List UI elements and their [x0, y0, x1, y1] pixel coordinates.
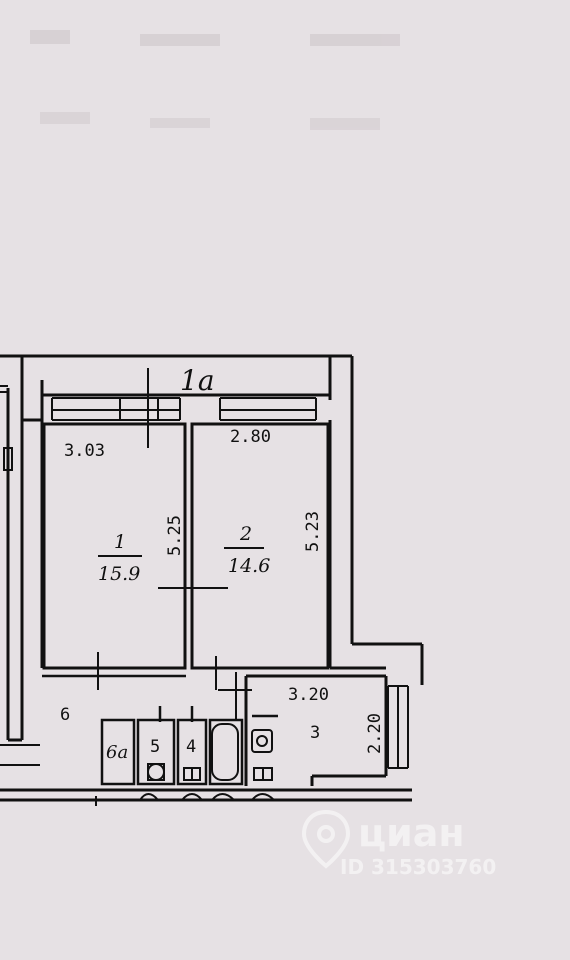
window-right [387, 685, 409, 769]
windows-top [51, 368, 317, 448]
room-6-label: 6 [60, 705, 70, 725]
room-1-width: 3.03 [64, 441, 105, 461]
watermark-brand: циан [358, 811, 465, 855]
room-4-label: 4 [186, 737, 196, 757]
room-1-area: 15.9 [98, 563, 140, 585]
bathtub-icon [211, 723, 239, 781]
small-room-walls [42, 674, 278, 786]
pin-icon [301, 809, 351, 869]
door-ticks [97, 587, 252, 720]
room-6a-label: 6а [106, 742, 128, 763]
room-2-area: 14.6 [228, 555, 270, 577]
room-3-number: 3 [310, 723, 320, 743]
room-2-length: 5.23 [303, 511, 323, 552]
room-1-number: 1 [114, 531, 126, 553]
room-5-label: 5 [150, 737, 160, 757]
bleed-through-text [30, 30, 400, 130]
adjacent-unit-fragment [0, 385, 40, 766]
room-3-width: 3.20 [288, 685, 329, 705]
toilet-icon [147, 763, 165, 781]
sink-icon [251, 729, 273, 753]
room-2-width: 2.80 [230, 427, 271, 447]
room-2-outline [190, 422, 330, 670]
watermark: циан ID 315303760 [301, 809, 496, 879]
outer-walls [0, 354, 424, 802]
room-1-outline [42, 422, 187, 670]
room-3-length: 2.20 [365, 713, 385, 754]
watermark-id: ID 315303760 [340, 855, 496, 879]
balcony-label: 1а [180, 364, 215, 397]
room-1-length: 5.25 [165, 515, 185, 556]
plumbing-fixtures [147, 723, 273, 781]
doors-bottom [95, 793, 275, 806]
room-2-number: 2 [239, 523, 252, 545]
room-3-outline [244, 674, 388, 786]
